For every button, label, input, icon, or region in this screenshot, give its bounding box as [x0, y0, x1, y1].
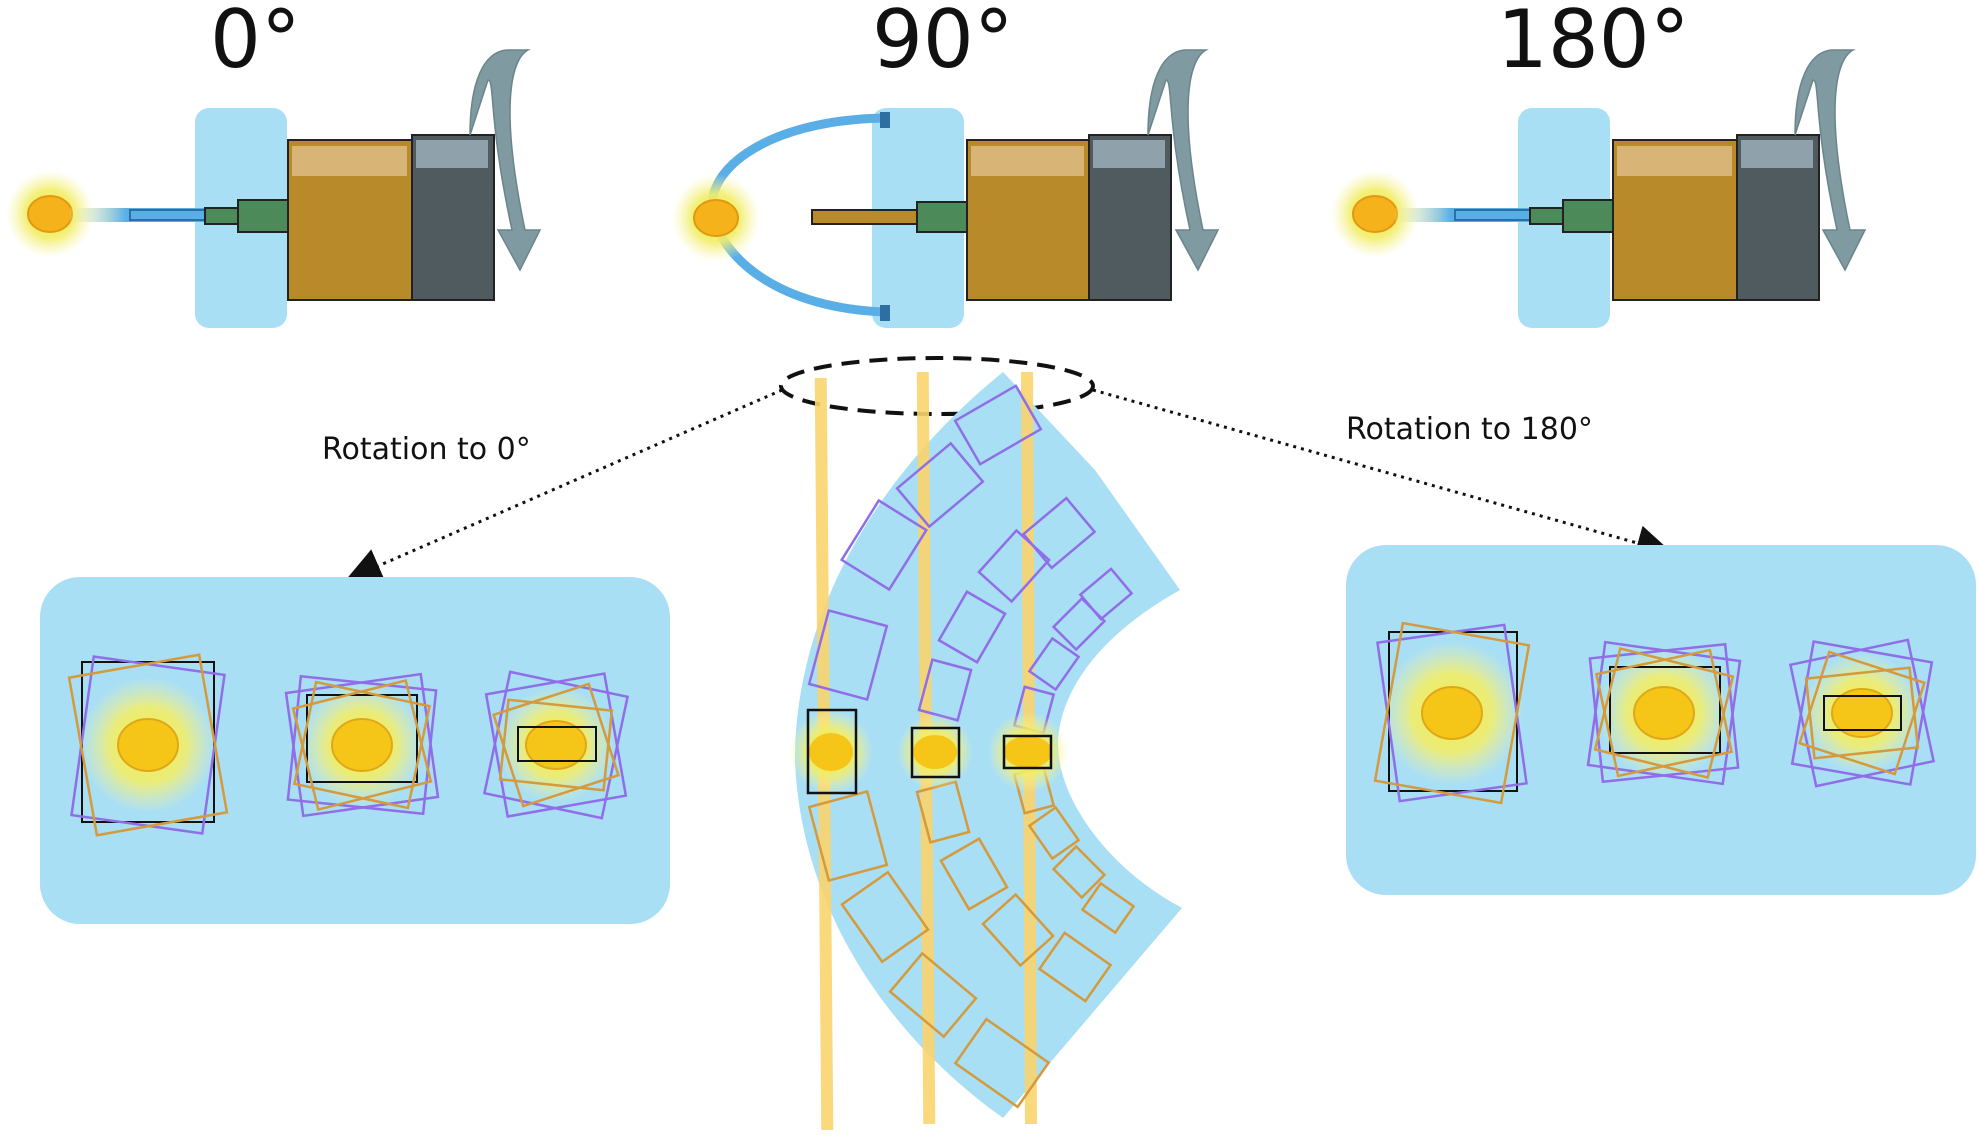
title-180-degrees-overlay: 180° — [1497, 0, 1690, 86]
panel-rotation-180 — [1346, 545, 1976, 895]
black-frame — [910, 726, 961, 779]
dotted-arrow-icon — [1092, 388, 1673, 561]
dotted-arrow-icon — [345, 388, 783, 583]
rotation-arrow-icon — [1147, 49, 1220, 272]
motor-assembly-90 — [672, 49, 1220, 328]
motor-icon — [966, 134, 1172, 301]
motor-icon — [1612, 134, 1820, 301]
curved-scan-band — [789, 371, 1182, 1131]
motor-assembly-0 — [6, 49, 542, 328]
label-rotation-to-0-overlay: Rotation to 0° — [322, 432, 531, 467]
title-90-degrees-overlay: 90° — [872, 0, 1014, 86]
black-frame — [1002, 734, 1053, 770]
rotation-arrow-icon — [469, 49, 542, 272]
panel-rotation-0 — [40, 577, 670, 924]
focus-ellipse — [779, 356, 1095, 416]
rotation-arrow-icon — [1794, 49, 1867, 272]
motor-assembly-180 — [1331, 49, 1867, 328]
label-rotation-to-180-overlay: Rotation to 180° — [1346, 412, 1593, 447]
black-frame — [806, 708, 858, 795]
motor-icon — [287, 134, 495, 301]
title-0-degrees-overlay: 0° — [210, 0, 301, 86]
